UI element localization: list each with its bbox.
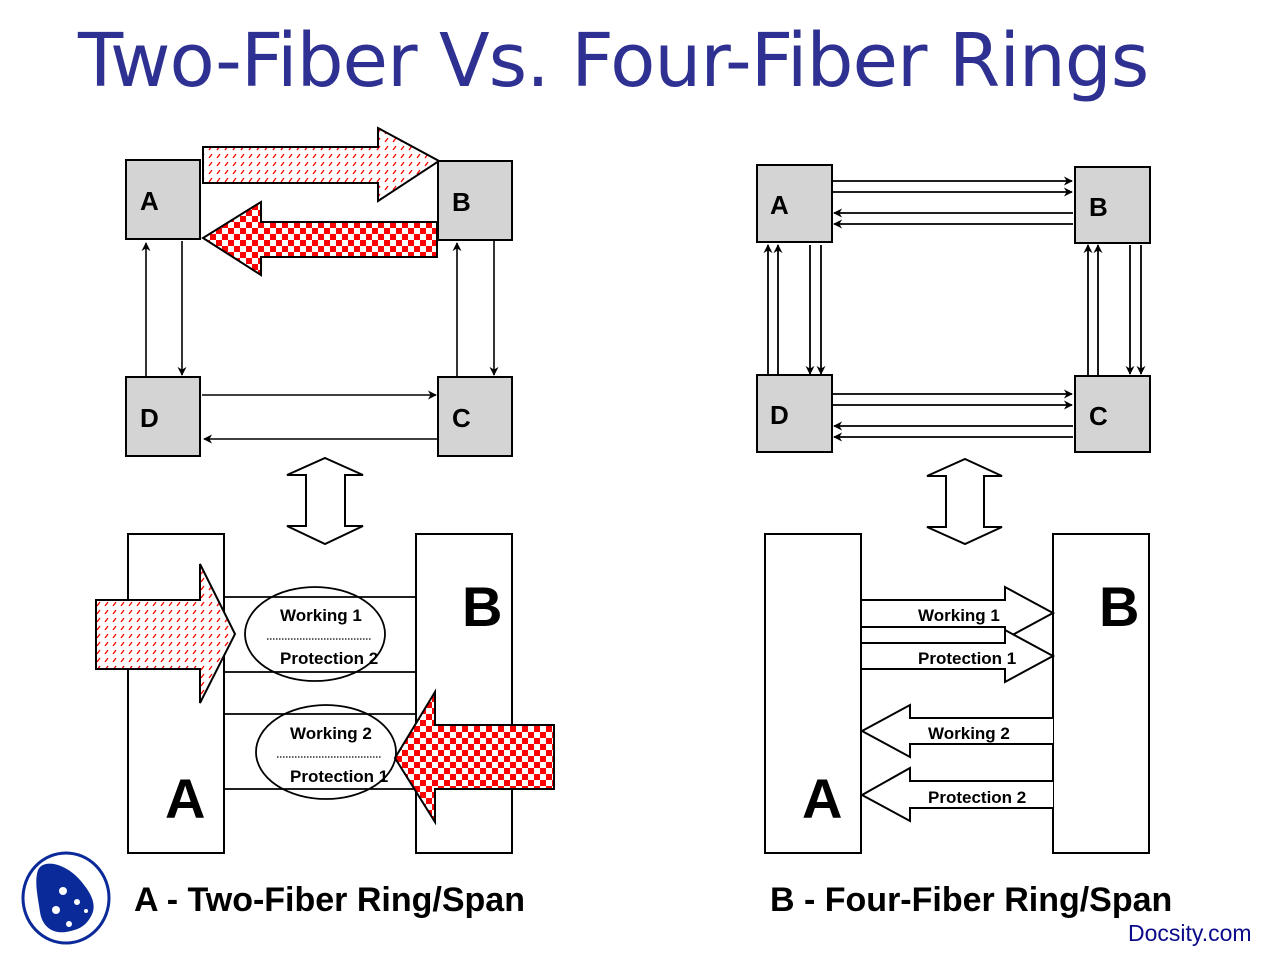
svg-text:A: A bbox=[165, 767, 205, 830]
arrow-working-2: Working 2 bbox=[859, 703, 1053, 759]
svg-text:A: A bbox=[770, 190, 789, 220]
span-node-b bbox=[415, 533, 513, 854]
ring-node-b: B bbox=[437, 160, 513, 241]
svg-text:D: D bbox=[140, 403, 159, 433]
svg-text:Working 2: Working 2 bbox=[290, 724, 372, 743]
span-traffic-arrow-b-to-a bbox=[393, 688, 555, 826]
svg-text:Working 1: Working 1 bbox=[918, 606, 1000, 625]
ring-node-c: C bbox=[1074, 375, 1151, 453]
two-fiber-span: A B Working 1 Protection 2 Working 2 Pro… bbox=[95, 533, 555, 854]
span-node-a bbox=[764, 533, 862, 854]
svg-text:Protection 2: Protection 2 bbox=[280, 649, 378, 668]
svg-text:B: B bbox=[452, 187, 471, 217]
ring-node-a: A bbox=[756, 164, 833, 243]
ring-node-c: C bbox=[437, 376, 513, 457]
four-fiber-ring: A B C D bbox=[756, 164, 1151, 453]
caption-four-fiber: B - Four-Fiber Ring/Span bbox=[770, 881, 1173, 919]
svg-text:A: A bbox=[802, 767, 842, 830]
double-arrow-icon bbox=[926, 457, 1003, 546]
svg-text:B: B bbox=[1099, 575, 1139, 638]
span-traffic-arrow-a-to-b bbox=[95, 563, 237, 704]
svg-text:D: D bbox=[770, 400, 789, 430]
ring-node-d: D bbox=[125, 376, 201, 457]
two-fiber-ring: A B C D bbox=[125, 126, 513, 457]
watermark-link[interactable]: Docsity.com bbox=[1128, 920, 1252, 946]
ring-node-b: B bbox=[1074, 166, 1151, 244]
svg-text:Protection 2: Protection 2 bbox=[928, 788, 1026, 807]
svg-text:Protection 1: Protection 1 bbox=[918, 649, 1016, 668]
ring-node-a: A bbox=[125, 159, 201, 240]
four-fiber-span: A B Working 1 Protection 1 Working 2 Pro… bbox=[764, 533, 1150, 854]
svg-text:Working 2: Working 2 bbox=[928, 724, 1010, 743]
docsity-logo-icon bbox=[21, 851, 111, 945]
channel-ellipse-1: Working 1 Protection 2 bbox=[244, 586, 386, 682]
span-node-b bbox=[1052, 533, 1150, 854]
arrow-protection-2: Protection 2 bbox=[859, 766, 1053, 823]
traffic-arrow-a-to-b bbox=[202, 126, 441, 203]
svg-text:C: C bbox=[1089, 401, 1108, 431]
svg-text:A: A bbox=[140, 186, 159, 216]
channel-ellipse-2: Working 2 Protection 1 bbox=[255, 704, 397, 800]
svg-text:B: B bbox=[1089, 192, 1108, 222]
traffic-arrow-b-to-a bbox=[201, 200, 438, 277]
svg-text:Working 1: Working 1 bbox=[280, 606, 362, 625]
ring-node-d: D bbox=[756, 374, 833, 453]
svg-text:Protection 1: Protection 1 bbox=[290, 767, 388, 786]
double-arrow-icon bbox=[286, 456, 364, 546]
arrow-protection-1: Protection 1 bbox=[862, 628, 1056, 684]
slide-title: Two-Fiber Vs. Four-Fiber Rings bbox=[78, 18, 1149, 104]
caption-two-fiber: A - Two-Fiber Ring/Span bbox=[134, 881, 525, 919]
svg-text:C: C bbox=[452, 403, 471, 433]
svg-text:B: B bbox=[462, 575, 502, 638]
arrow-working-1: Working 1 bbox=[862, 585, 1056, 641]
